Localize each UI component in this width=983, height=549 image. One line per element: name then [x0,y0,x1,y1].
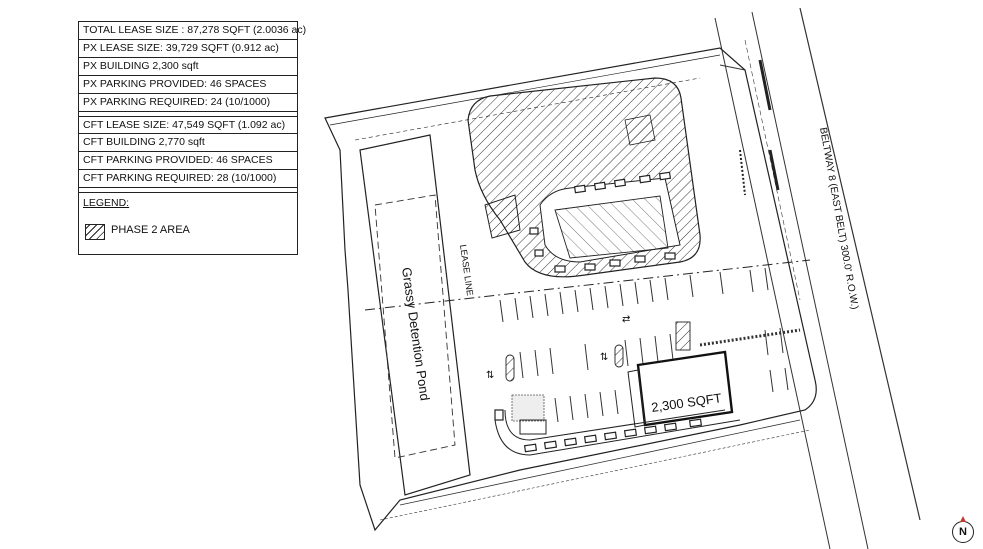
svg-text:⇅: ⇅ [486,370,494,381]
pond-label: Grassy Detention Pond [399,266,433,401]
px-lease-size: PX LEASE SIZE: 39,729 SQFT (0.912 ac) [79,40,297,58]
legend-heading: LEGEND: [79,192,297,214]
curb-islands [505,321,691,382]
north-pointer-icon [960,516,966,522]
total-lease-size: TOTAL LEASE SIZE : 87,278 SQFT (2.0036 a… [79,22,306,40]
cft-lease-size: CFT LEASE SIZE: 47,549 SQFT (1.092 ac) [79,116,297,134]
px-parking-required: PX PARKING REQUIRED: 24 (10/1000) [79,94,297,112]
north-label: N [959,526,967,538]
legend-item-phase-2: PHASE 2 AREA [79,214,297,254]
px-building-size: PX BUILDING 2,300 sqft [79,58,297,76]
cft-building-size: CFT BUILDING 2,770 sqft [79,134,297,152]
svg-text:⇅: ⇅ [600,352,608,363]
detention-pond: Grassy Detention Pond [359,134,471,496]
cft-parking-provided: CFT PARKING PROVIDED: 46 SPACES [79,152,297,170]
road-label: BELTWAY 8 (EAST BELT) 300.0' R.O.W.) [817,127,860,311]
access-drives [379,64,811,521]
highway [714,7,921,549]
dumpster-pad [511,394,547,435]
hatch-swatch-icon [85,224,105,240]
north-arrow-icon: N [952,516,974,543]
px-building: 2,300 SQFT [627,350,734,428]
parking-stripes-middle [519,327,789,423]
cft-parking-required: CFT PARKING REQUIRED: 28 (10/1000) [79,170,297,188]
drive-thru-lane [494,409,741,456]
phase-2-area [467,77,701,278]
legend-item-label: PHASE 2 AREA [111,224,190,236]
legend-title: LEGEND: [83,197,130,209]
traffic-arrows: ⇄ ⇅ ⇅ [486,314,630,381]
parking-stripes-north [499,267,769,323]
lease-line-label: LEASE LINE [458,244,475,296]
px-parking-provided: PX PARKING PROVIDED: 46 SPACES [79,76,297,94]
svg-text:⇄: ⇄ [622,314,630,325]
site-data-table: TOTAL LEASE SIZE : 87,278 SQFT (2.0036 a… [78,21,306,255]
